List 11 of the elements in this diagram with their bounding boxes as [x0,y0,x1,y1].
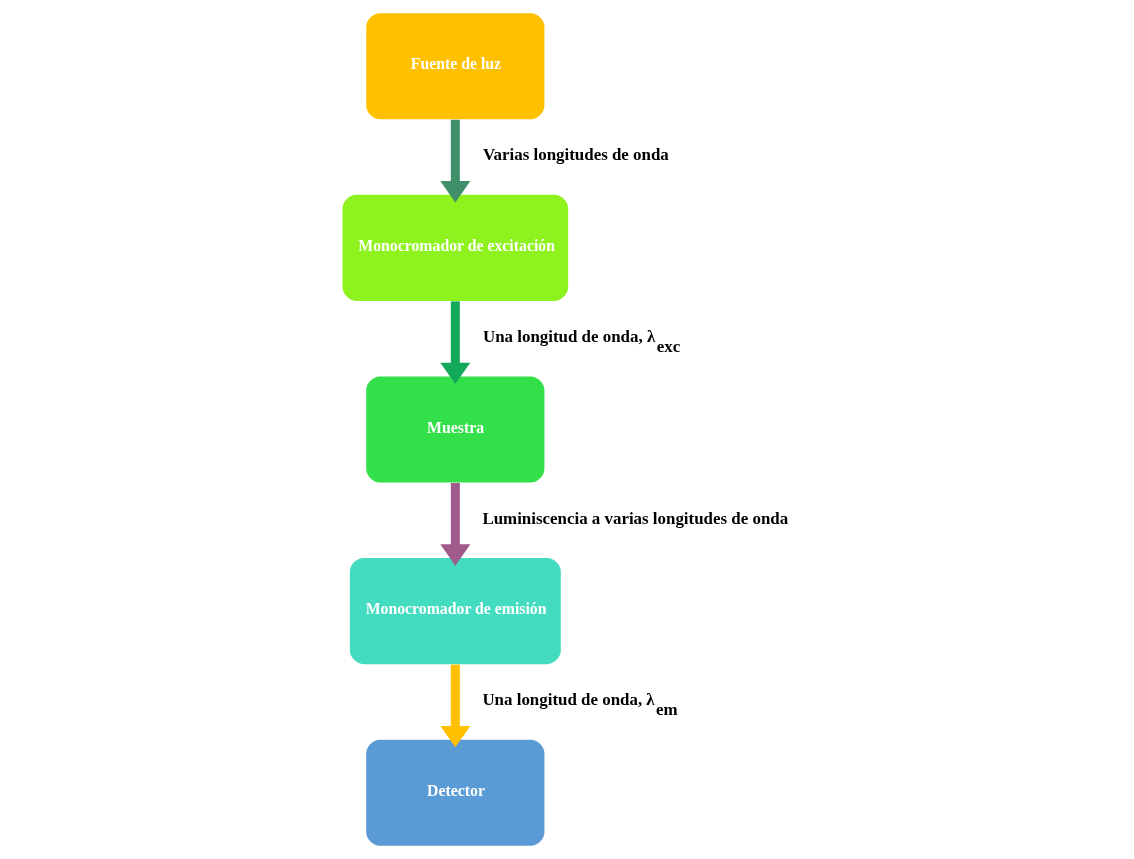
node-box: Detector [366,739,545,846]
arrow [440,483,471,566]
node-box: Monocromador de excitación [342,194,569,301]
node-box: Fuente de luz [366,13,545,120]
node-box: Muestra [366,376,545,483]
arrow [440,301,471,385]
arrow [440,664,471,748]
edge-label: Varias longitudes de onda [482,145,669,165]
node-box: Monocromador de emisión [349,558,561,665]
edge-label: Luminiscencia a varias longitudes de onda [482,508,789,528]
arrow [440,119,471,203]
